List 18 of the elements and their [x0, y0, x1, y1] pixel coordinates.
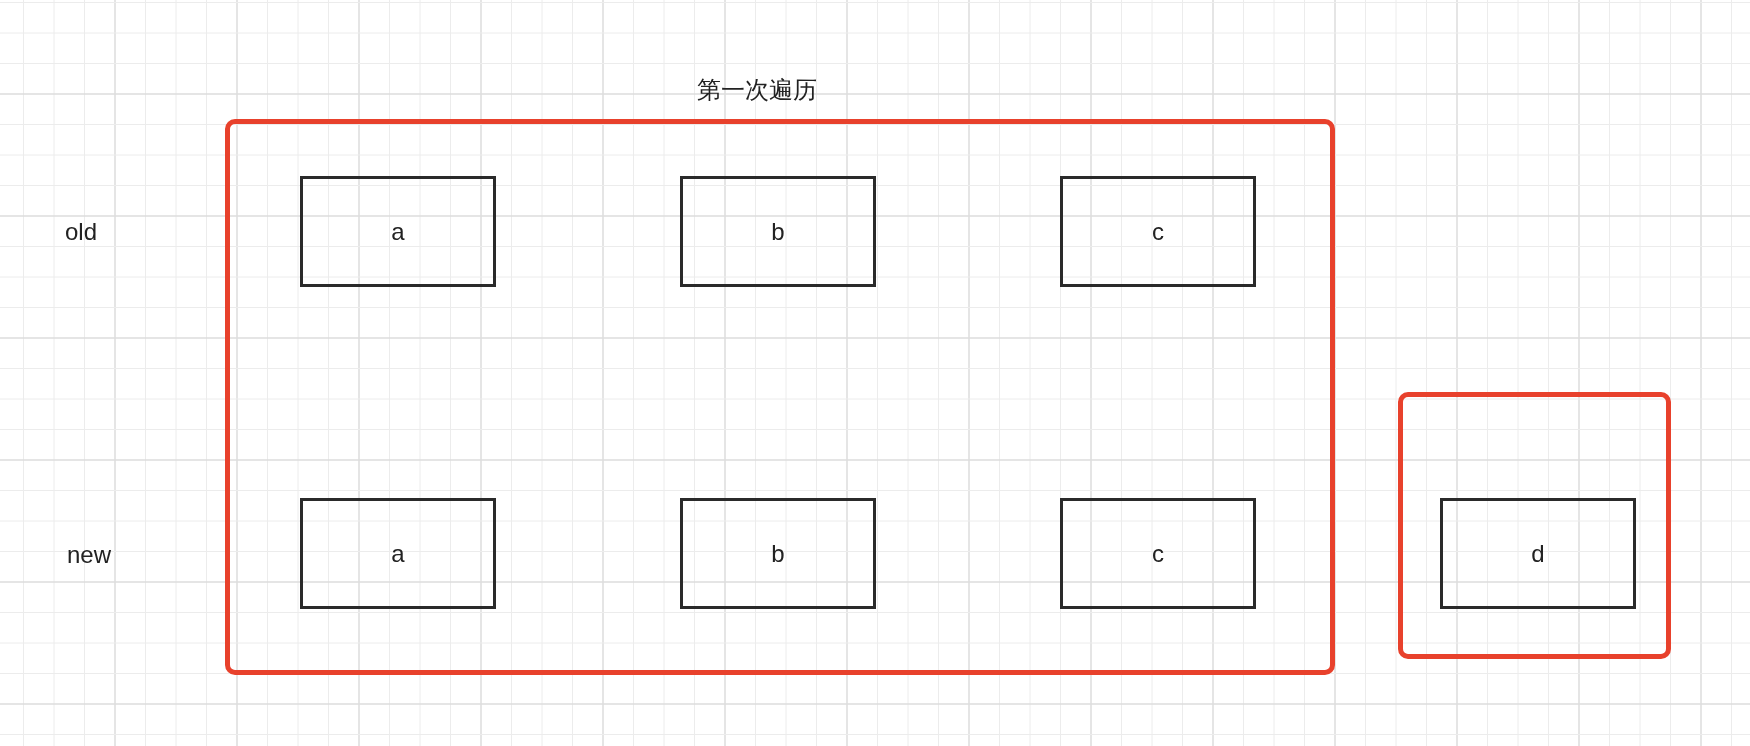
group-frame	[1398, 392, 1671, 659]
row-label: new	[67, 540, 112, 570]
list-item-box	[1440, 498, 1636, 609]
box-label: d	[1531, 538, 1545, 569]
list-item-box	[300, 176, 496, 287]
box-label: c	[1152, 538, 1164, 569]
box-label: b	[771, 538, 785, 569]
box-label: a	[391, 216, 405, 247]
list-item-box	[680, 498, 876, 609]
list-item-box	[1060, 176, 1256, 287]
list-item-box	[300, 498, 496, 609]
list-item-box	[1060, 498, 1256, 609]
row-label: old	[65, 217, 98, 247]
frame-heading: 第一次遍历	[697, 75, 817, 105]
list-item-box	[680, 176, 876, 287]
box-label: b	[771, 216, 785, 247]
box-label: a	[391, 538, 405, 569]
box-label: c	[1152, 216, 1164, 247]
